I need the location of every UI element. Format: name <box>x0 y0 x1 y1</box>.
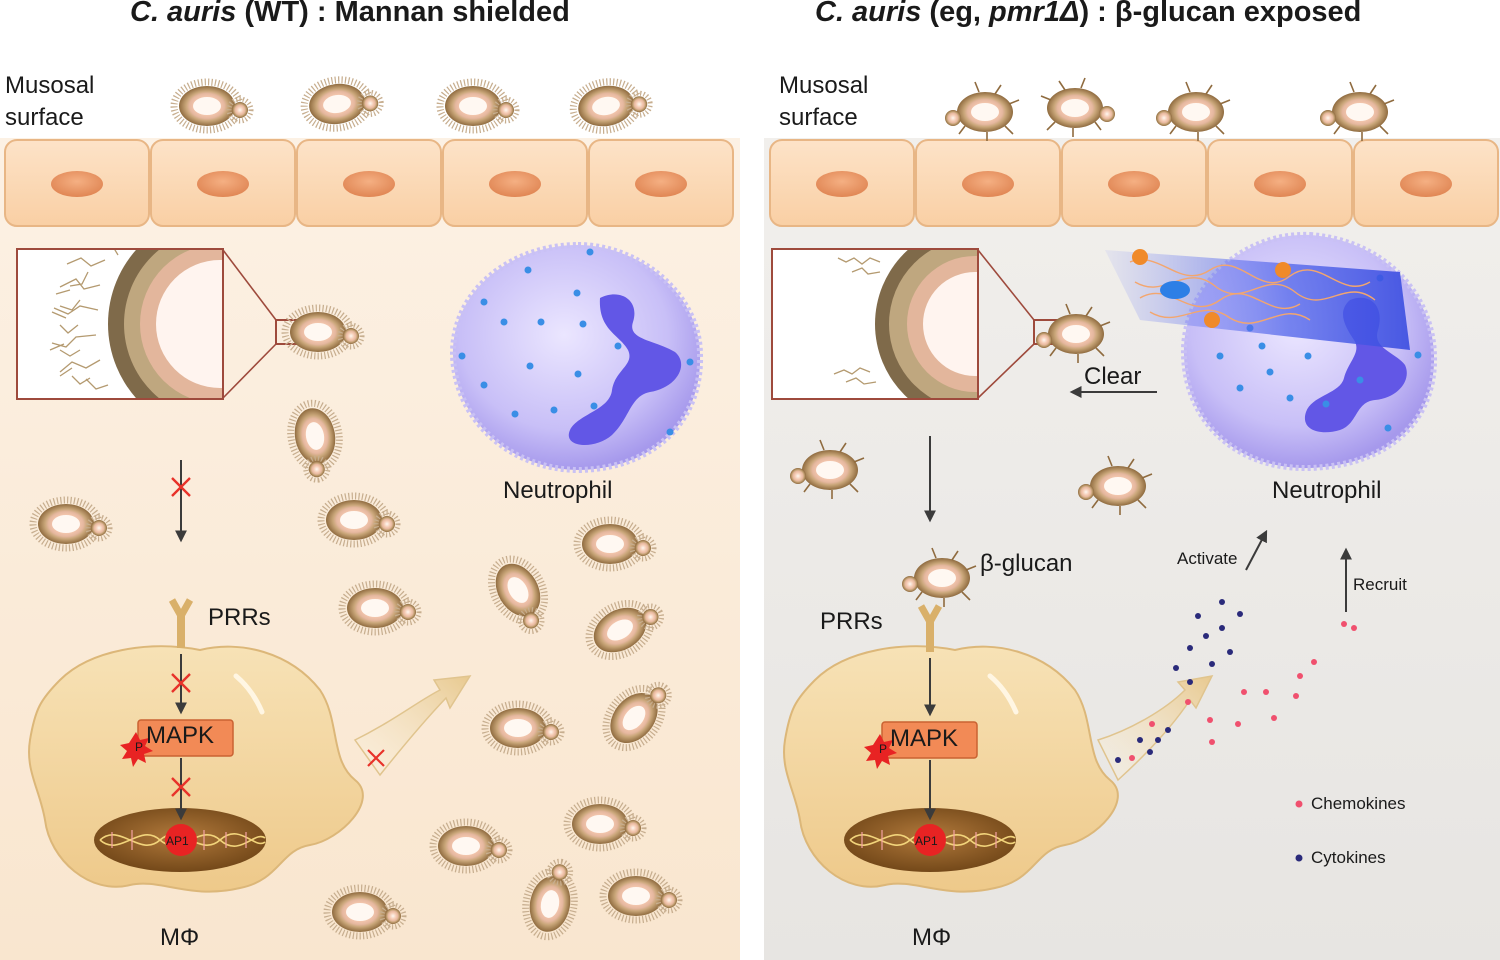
right-secretion-arrow <box>1096 675 1214 782</box>
right-phospho-burst <box>864 734 897 769</box>
right-macrophage-label: MΦ <box>912 924 952 951</box>
left-cell-wall-zoom-inset <box>16 248 307 400</box>
left-pathway-arrows <box>171 654 191 821</box>
right-mapk-label: MAPK <box>890 725 959 752</box>
right-cell-wall-zoom-inset <box>771 248 1065 400</box>
legend-chemokines-label: Chemokines <box>1311 794 1406 813</box>
left-phospho-burst <box>120 732 153 767</box>
right-epithelium <box>769 139 1499 227</box>
right-scattered-yeasts <box>789 439 1153 516</box>
left-blocked-secretion-arrow <box>353 675 472 777</box>
left-prr-receptor <box>168 598 194 648</box>
right-macrophage <box>783 645 1119 893</box>
cytokine-dots <box>1115 599 1243 763</box>
right-bound-yeast <box>901 547 977 608</box>
activate-arrow <box>1245 529 1268 571</box>
left-mapk-label: MAPK <box>146 722 215 749</box>
legend-cytokine-dot <box>1295 854 1303 862</box>
right-zoomed-yeast <box>1035 303 1111 364</box>
activate-label: Activate <box>1177 549 1238 568</box>
left-macrophage-label: MΦ <box>160 924 200 951</box>
left-macrophage <box>28 645 364 893</box>
legend-cytokines-label: Cytokines <box>1311 848 1386 867</box>
left-blocked-signal-arrow <box>171 460 191 543</box>
clear-label: Clear <box>1084 363 1142 390</box>
left-neutrophil <box>449 241 704 474</box>
legend-chemokine-dot <box>1295 800 1303 808</box>
left-zoomed-yeast <box>285 308 362 356</box>
right-prrs-label: PRRs <box>820 608 883 635</box>
left-neutrophil-label: Neutrophil <box>503 477 613 504</box>
left-phospho-label: P <box>135 740 144 754</box>
chemokine-dots <box>1129 621 1357 761</box>
beta-glucan-label: β-glucan <box>980 550 1073 577</box>
right-prr-receptor <box>917 604 943 652</box>
right-ap1-label: AP1 <box>915 834 938 848</box>
right-phospho-label: P <box>879 742 888 756</box>
right-neutrophil-label: Neutrophil <box>1272 477 1382 504</box>
right-panel-title: C. auris (eg, pmr1Δ) : β-glucan exposed <box>815 0 1362 28</box>
right-surface-yeasts <box>944 77 1395 142</box>
left-prrs-label: PRRs <box>208 604 271 631</box>
right-neutrophil <box>1105 231 1438 472</box>
left-epithelium <box>4 139 734 227</box>
recruit-label: Recruit <box>1353 575 1407 594</box>
left-ap1-label: AP1 <box>166 834 189 848</box>
left-panel-title: C. auris (WT) : Mannan shielded <box>130 0 570 28</box>
left-surface-yeasts <box>174 74 653 135</box>
